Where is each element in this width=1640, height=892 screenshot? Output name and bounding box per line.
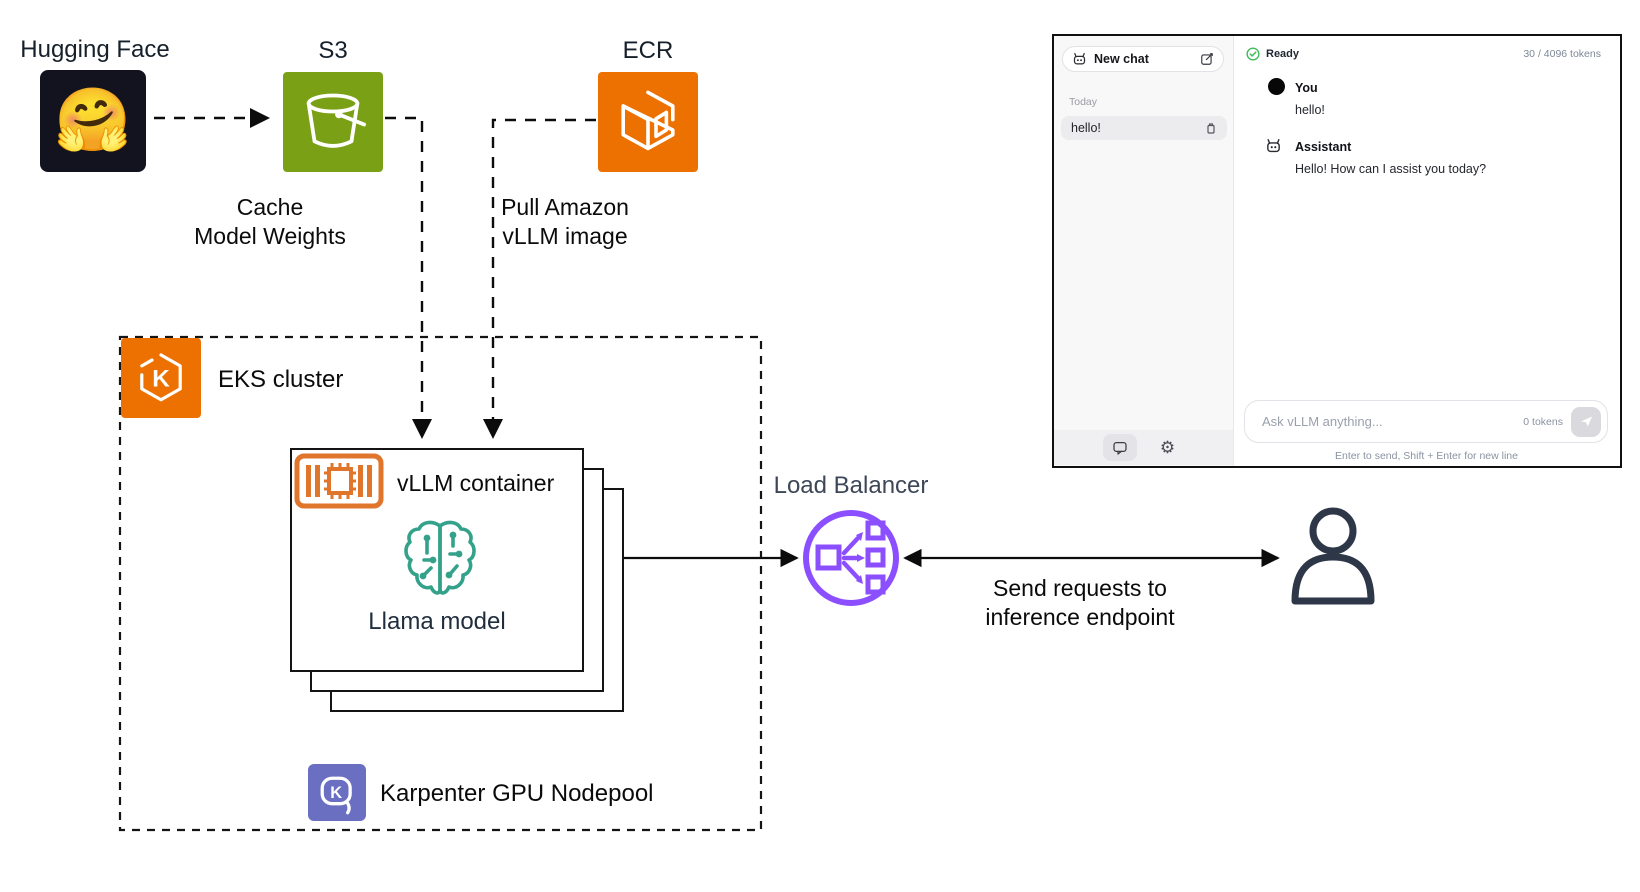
settings-button[interactable]: ⚙ <box>1151 434 1185 461</box>
bot-icon <box>1073 52 1086 64</box>
vllm-container-label: vLLM container <box>397 470 555 496</box>
s3-caption: Cache Model Weights <box>194 194 346 249</box>
status-text: Ready <box>1266 48 1300 60</box>
hugging-face-emoji: 🤗 <box>54 86 132 155</box>
token-usage: 30 / 4096 tokens <box>1523 48 1601 60</box>
ecr-label: ECR <box>622 37 674 64</box>
send-button[interactable] <box>1571 406 1601 437</box>
chat-main-area: Ready 30 / 4096 tokens You hello! Assist… <box>1234 36 1619 466</box>
chats-tab-button[interactable] <box>1102 434 1137 461</box>
request-caption: Send requests to inference endpoint <box>985 575 1175 630</box>
s3-label: S3 <box>318 37 348 64</box>
chat-history-title: hello! <box>1071 121 1101 135</box>
eks-cluster-label: EKS cluster <box>218 366 344 393</box>
karpenter-k-glyph: K <box>320 776 352 814</box>
new-chat-button[interactable]: New chat <box>1062 46 1224 72</box>
assistant-message-role: Assistant <box>1295 140 1352 154</box>
user-icon <box>1291 507 1375 605</box>
gear-icon: ⚙ <box>1159 438 1176 457</box>
hugging-face-icon: 🤗 <box>40 70 146 172</box>
assistant-bot-icon <box>1267 139 1280 153</box>
karpenter-label: Karpenter GPU Nodepool <box>380 780 654 807</box>
llama-brain-icon <box>404 520 476 595</box>
assistant-message-text: Hello! How can I assist you today? <box>1295 162 1487 176</box>
send-plane-icon <box>1580 416 1592 427</box>
karpenter-icon: K <box>308 764 366 821</box>
new-chat-label: New chat <box>1094 52 1149 66</box>
sidebar-footer: ⚙ <box>1054 430 1233 465</box>
composer: 0 tokens <box>1244 400 1608 443</box>
s3-bucket-glyph <box>306 93 366 148</box>
s3-icon <box>283 72 383 172</box>
eks-hexagon-glyph: K <box>140 353 182 402</box>
load-balancer-icon <box>803 510 899 606</box>
ready-check-icon <box>1246 47 1260 61</box>
composer-token-count: 0 tokens <box>1523 415 1563 428</box>
user-message-text: hello! <box>1295 103 1325 117</box>
trash-icon[interactable] <box>1205 122 1217 135</box>
llama-model-label: Llama model <box>368 608 506 635</box>
ecr-caption: Pull Amazon vLLM image <box>501 194 629 249</box>
gpu-chip-icon <box>294 453 384 509</box>
vllm-container-box: vLLM container Llama model <box>290 448 584 672</box>
ecr-icon <box>598 72 698 172</box>
eks-icon: K <box>121 338 201 418</box>
hugging-face-label: Hugging Face <box>20 36 170 63</box>
message-input[interactable] <box>1260 413 1524 430</box>
status-badge: Ready <box>1246 47 1299 61</box>
user-message-role: You <box>1295 81 1318 95</box>
composer-hint: Enter to send, Shift + Enter for new lin… <box>1335 450 1518 462</box>
vllm-chat-window: New chat Today hello! <box>1052 34 1622 468</box>
compose-icon[interactable] <box>1200 52 1214 66</box>
eks-icon-letter: K <box>152 365 170 392</box>
chat-history-item[interactable]: hello! <box>1061 116 1227 140</box>
load-balancer-label: Load Balancer <box>773 472 929 499</box>
chat-bubble-icon <box>1112 441 1127 455</box>
s3-to-container-arrow <box>385 116 432 439</box>
ecr-registry-glyph <box>621 90 675 151</box>
ecr-to-container-arrow <box>483 118 596 439</box>
user-avatar <box>1268 78 1285 95</box>
chat-sidebar: New chat Today hello! <box>1054 36 1234 466</box>
history-section-label: Today <box>1069 96 1098 108</box>
karpenter-icon-letter: K <box>330 783 342 801</box>
